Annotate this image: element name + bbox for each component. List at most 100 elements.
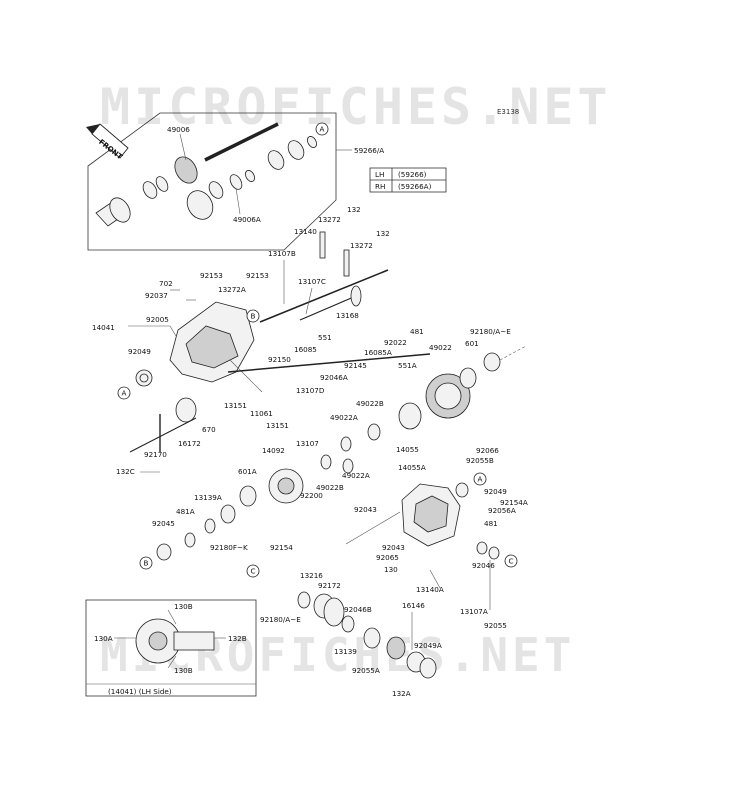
label-92046: 92046: [472, 561, 495, 570]
label-132-b: 132: [376, 229, 390, 238]
label-92065: 92065: [376, 553, 399, 562]
label-92055a: 92055A: [352, 666, 380, 675]
label-11061: 11061: [250, 409, 273, 418]
callout-a-left: A: [122, 389, 127, 398]
label-13107b: 13107B: [268, 249, 296, 258]
label-92049-b: 92049: [484, 487, 507, 496]
label-92154: 92154: [270, 543, 293, 552]
label-13107a: 13107A: [460, 607, 488, 616]
label-14041: 14041: [92, 323, 115, 332]
callout-circles: A B A A B C C: [117, 122, 518, 578]
lower-gear-group: [297, 591, 437, 679]
callout-a-right: A: [478, 475, 483, 484]
watermark-top: MICROFICHES.NET: [100, 78, 612, 136]
label-601a: 601A: [238, 467, 257, 476]
label-130b-2: 130B: [174, 666, 193, 675]
label-13139a: 13139A: [194, 493, 222, 502]
label-49022a-1: 49022A: [330, 413, 358, 422]
label-92150: 92150: [268, 355, 291, 364]
input-shaft-left: [129, 397, 197, 453]
inset-box: (14041) (LH Side): [85, 599, 257, 697]
label-481A: 481A: [176, 507, 195, 516]
callout-c-right: C: [509, 557, 514, 566]
label-16085: 16085: [294, 345, 317, 354]
label-92005: 92005: [146, 315, 169, 324]
side-rh: RH: [375, 182, 385, 191]
label-92180fk: 92180F~K: [210, 543, 248, 552]
label-132B: 132B: [228, 634, 247, 643]
label-551: 551: [318, 333, 332, 342]
label-49022a-2: 49022A: [342, 471, 370, 480]
label-13168: 13168: [336, 311, 359, 320]
label-13151-b: 13151: [266, 421, 289, 430]
ring-gear-group: [320, 345, 527, 474]
label-92180ae-1: 92180/A~E: [470, 327, 511, 336]
flange-hub: [156, 468, 304, 561]
label-49006: 49006: [167, 125, 190, 134]
label-16172: 16172: [178, 439, 201, 448]
label-132c: 132C: [116, 467, 135, 476]
label-13140: 13140: [294, 227, 317, 236]
label-49022b-2: 49022B: [316, 483, 344, 492]
side-table: LH (59266) RH (59266A): [369, 167, 447, 193]
label-92154a: 92154A: [500, 498, 528, 507]
main-housing: [135, 301, 263, 393]
label-670: 670: [202, 425, 216, 434]
shift-rod-assembly: [259, 231, 389, 323]
label-59266a: 59266/A: [354, 146, 384, 155]
leader-lines: [128, 133, 491, 650]
drive-shaft: [95, 122, 317, 227]
label-13272-b: 13272: [350, 241, 373, 250]
label-13216: 13216: [300, 571, 323, 580]
label-49022: 49022: [429, 343, 452, 352]
callout-c-lower: C: [251, 567, 256, 576]
label-16085a: 16085A: [364, 348, 392, 357]
label-481-b: 481: [484, 519, 498, 528]
label-49006a: 49006A: [233, 215, 261, 224]
front-arrow: FRONT: [86, 123, 129, 161]
label-132A: 132A: [392, 689, 411, 698]
label-92022: 92022: [384, 338, 407, 347]
label-92043-b: 92043: [382, 543, 405, 552]
label-130: 130: [384, 565, 398, 574]
side-lh: LH: [375, 170, 384, 179]
label-92180ae-2: 92180/A~E: [260, 615, 301, 624]
label-13107: 13107: [296, 439, 319, 448]
label-92049A: 92049A: [414, 641, 442, 650]
label-14055a: 14055A: [398, 463, 426, 472]
label-92045: 92045: [152, 519, 175, 528]
label-13140a: 13140A: [416, 585, 444, 594]
label-92037: 92037: [145, 291, 168, 300]
label-92055b: 92055B: [466, 456, 494, 465]
label-13107c: 13107C: [298, 277, 326, 286]
label-14055: 14055: [396, 445, 419, 454]
label-92043-a: 92043: [354, 505, 377, 514]
driveshaft-group-box: [87, 112, 337, 251]
label-92056a: 92056A: [488, 506, 516, 515]
label-13139: 13139: [334, 647, 357, 656]
label-601: 601: [465, 339, 479, 348]
part-labels: 49006 59266/A 49006A 132 13272 13140 132…: [92, 125, 528, 698]
label-92170: 92170: [144, 450, 167, 459]
label-14092: 14092: [262, 446, 285, 455]
right-housing: [345, 482, 500, 560]
label-13107d: 13107D: [296, 386, 325, 395]
label-481-a: 481: [410, 327, 424, 336]
label-92153-a: 92153: [200, 271, 223, 280]
diagram-code: E3138: [497, 108, 520, 116]
callout-b-upper: B: [251, 312, 256, 321]
inset-caption: (14041) (LH Side): [108, 687, 172, 696]
label-16146: 16146: [402, 601, 425, 610]
label-551a: 551A: [398, 361, 417, 370]
label-130a: 130A: [94, 634, 113, 643]
label-13272A: 13272A: [218, 285, 246, 294]
label-92046a: 92046A: [320, 373, 348, 382]
side-rh-part: (59266A): [398, 182, 432, 191]
center-shaft: [227, 353, 431, 373]
label-702: 702: [159, 279, 173, 288]
label-92200: 92200: [300, 491, 323, 500]
label-92153-b: 92153: [246, 271, 269, 280]
callout-b-lower: B: [144, 559, 149, 568]
label-130b-1: 130B: [174, 602, 193, 611]
callout-a-top: A: [320, 125, 325, 134]
